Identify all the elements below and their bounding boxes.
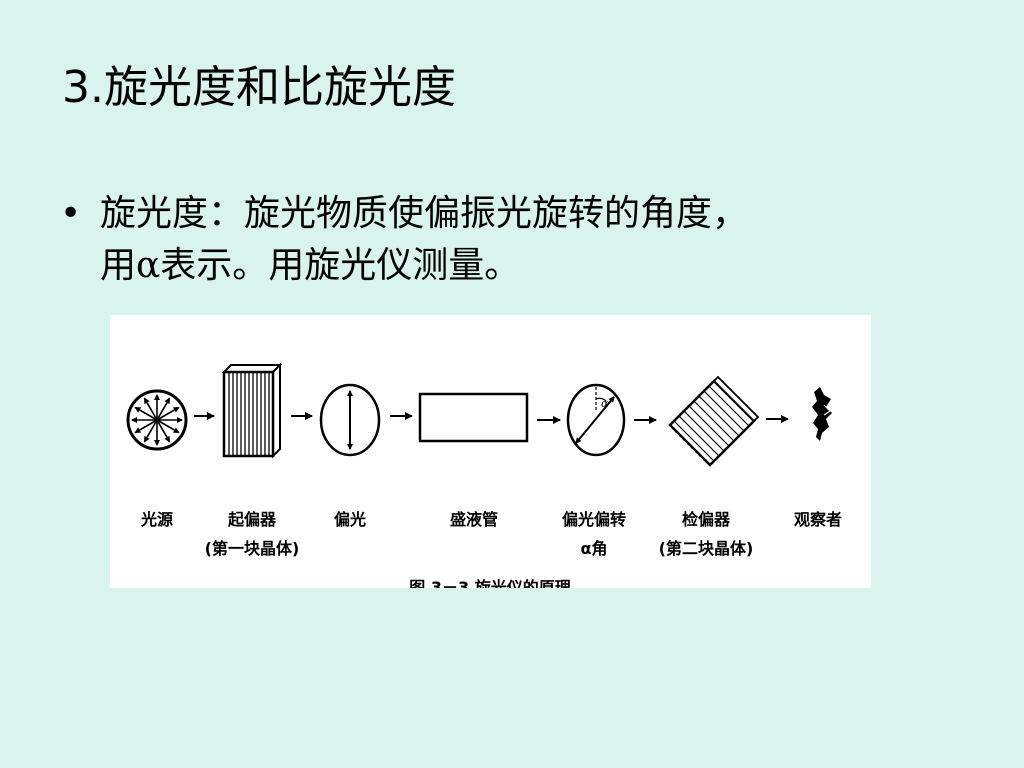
analyzer-crystal-icon — [668, 375, 760, 467]
bullet-line-2: 用α表示。用旋光仪测量。 — [100, 245, 521, 287]
sublabel-analyzer: (第二块晶体) — [659, 539, 754, 558]
light-source-icon — [126, 389, 188, 451]
bullet-text: 旋光度：旋光物质使偏振光旋转的角度， 用α表示。用旋光仪测量。 — [100, 188, 940, 292]
label-polarized-light: 偏光 — [334, 510, 366, 529]
sublabel-polarizer: (第一块晶体) — [205, 539, 300, 558]
label-sample-tube: 盛液管 — [450, 510, 498, 529]
bullet-line-1: 旋光度：旋光物质使偏振光旋转的角度， — [100, 193, 749, 234]
label-observer: 观察者 — [794, 510, 842, 529]
observer-eye-icon — [812, 387, 832, 441]
polarimeter-diagram: α 光源 起偏器 (第一块晶体) — [110, 315, 871, 588]
bullet-dot-icon: • — [60, 193, 82, 234]
slide-title: 3.旋光度和比旋光度 — [62, 62, 456, 113]
label-light-source: 光源 — [140, 510, 173, 529]
alpha-angle-mark: α — [601, 397, 609, 410]
label-polarizer: 起偏器 — [227, 510, 277, 529]
bullet-item: • 旋光度：旋光物质使偏振光旋转的角度， 用α表示。用旋光仪测量。 — [60, 188, 940, 292]
sample-tube-icon — [418, 392, 529, 443]
label-analyzer: 检偏器 — [682, 510, 731, 529]
polarized-light-icon — [319, 383, 381, 457]
label-rotation: 偏光偏转 — [562, 510, 626, 529]
sublabel-rotation: α角 — [581, 539, 608, 558]
figure-caption: 图 3－3 旋光仪的原理 — [409, 578, 570, 588]
polarizer-crystal-icon — [221, 362, 283, 459]
rotated-light-icon: α — [566, 383, 626, 457]
